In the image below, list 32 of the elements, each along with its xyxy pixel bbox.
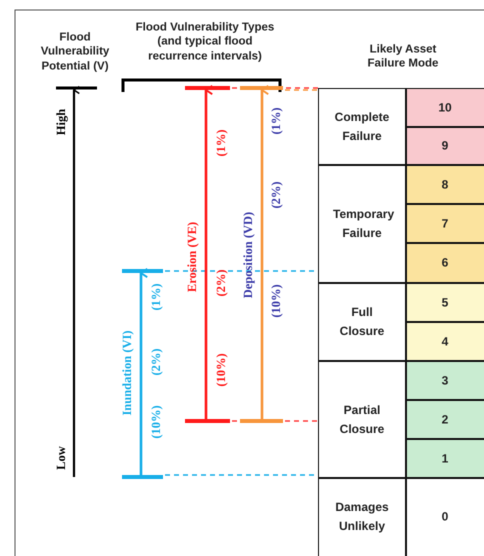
axis-label: High — [54, 108, 70, 136]
interval-label: (2%) — [214, 269, 230, 297]
rating-score: 8 — [442, 177, 448, 192]
failure-mode-label: Partial Closure — [338, 401, 386, 438]
interval-label: (1%) — [149, 283, 164, 311]
axis-label: Low — [54, 446, 70, 470]
rating-score: 6 — [442, 256, 448, 270]
interval-label: (10%) — [214, 353, 230, 387]
failure-mode-label: Full Closure — [338, 304, 386, 340]
rating-score: 10 — [438, 100, 452, 115]
heading: Likely Asset Failure Mode — [366, 42, 440, 72]
rating-score: 0 — [442, 510, 448, 524]
rating-score: 5 — [442, 295, 448, 310]
interval-label: (2%) — [149, 348, 164, 376]
rating-score: 4 — [442, 334, 448, 349]
heading: Flood Vulnerability Types (and typical flood recurrence intervals) — [134, 20, 276, 64]
interval-label: (10%) — [149, 405, 164, 439]
rating-score: 3 — [442, 373, 448, 388]
axis-title: Flood Vulnerability Potential (V) — [40, 30, 110, 74]
rating-score: 9 — [442, 138, 448, 154]
range-label: Inundation (VI) — [120, 330, 136, 416]
failure-mode-label: Complete Failure — [334, 108, 390, 144]
failure-mode-label: Damages Unlikely — [334, 498, 390, 535]
interval-label: (1%) — [214, 129, 230, 157]
interval-label: (1%) — [269, 107, 284, 135]
rating-score: 7 — [442, 216, 448, 231]
interval-label: (10%) — [269, 284, 284, 318]
rating-score: 2 — [442, 412, 448, 427]
interval-label: (2%) — [269, 181, 284, 209]
rating-score: 1 — [442, 451, 448, 466]
range-label: Erosion (VE) — [185, 222, 200, 292]
range-label: Deposition (VD) — [241, 212, 256, 298]
